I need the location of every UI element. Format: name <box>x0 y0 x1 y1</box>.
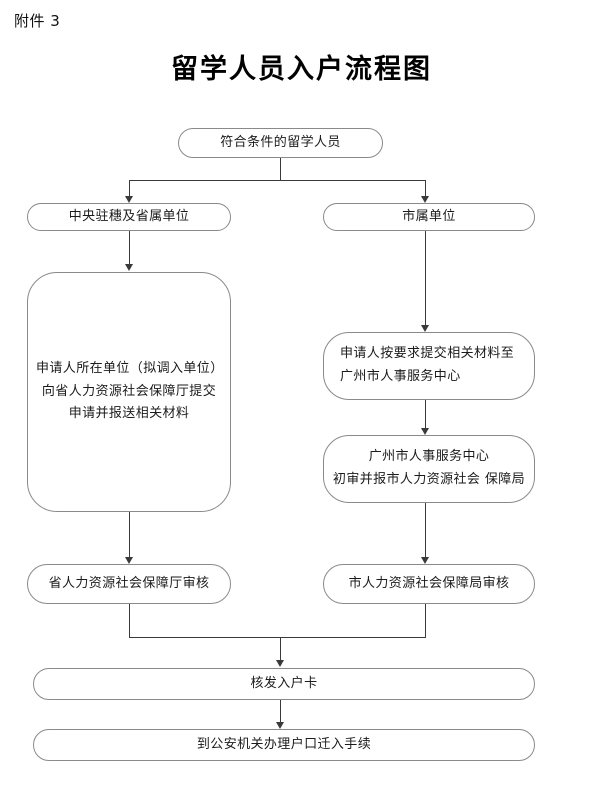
node-label-line-1: 申请人按要求提交相关材料至 <box>340 346 515 362</box>
connector-n5-n6 <box>425 400 426 429</box>
connector-n9-n10 <box>280 700 281 723</box>
attachment-label: 附件 3 <box>14 12 61 30</box>
connector-n2-n4 <box>129 231 130 265</box>
node-label: 中央驻穗及省属单位 <box>68 208 190 224</box>
node-central-and-provincial-units[interactable]: 中央驻穗及省属单位 <box>27 203 231 231</box>
node-center-initial-review[interactable]: 广州市人事服务中心 初审并报市人力资源社会 保障局 <box>323 435 535 503</box>
node-label-line-1: 广州市人事服务中心 <box>368 449 490 465</box>
node-label-block: 广州市人事服务中心 初审并报市人力资源社会 保障局 <box>324 446 534 492</box>
node-label-line-2: 广州市人事服务中心 <box>340 369 461 384</box>
connector-n8-merge <box>425 604 426 637</box>
connector-n3-n5 <box>425 231 426 326</box>
node-label-block: 申请人所在单位（拟调入单位） 向省人力资源社会保障厅提交 申请并报送相关材料 <box>28 358 230 426</box>
node-label: 核发入户卡 <box>250 675 318 691</box>
connector-n7-merge <box>129 604 130 637</box>
node-label-line-1: 申请人所在单位（拟调入单位） <box>36 360 224 376</box>
node-label: 到公安机关办理户口迁入手续 <box>196 736 372 752</box>
node-label-block: 申请人按要求提交相关材料至 广州市人事服务中心 <box>324 343 534 389</box>
node-municipal-review[interactable]: 市人力资源社会保障局审核 <box>323 564 535 604</box>
node-eligible-returnee[interactable]: 符合条件的留学人员 <box>178 128 383 158</box>
node-label-line-2: 初审并报市人力资源社会 保障局 <box>332 472 526 487</box>
arrow-head-n10 <box>276 722 284 729</box>
node-municipal-units[interactable]: 市属单位 <box>323 203 535 231</box>
connector-to-n2 <box>129 180 130 198</box>
arrow-head-n6 <box>421 428 429 435</box>
arrow-head-n9 <box>276 660 284 667</box>
node-label: 市属单位 <box>402 208 456 224</box>
connector-split-horizontal <box>129 180 426 181</box>
node-police-household-transfer[interactable]: 到公安机关办理户口迁入手续 <box>33 729 535 761</box>
node-applicant-unit-provincial-submission[interactable]: 申请人所在单位（拟调入单位） 向省人力资源社会保障厅提交 申请并报送相关材料 <box>27 272 231 512</box>
connector-n6-n8 <box>425 503 426 558</box>
node-label: 符合条件的留学人员 <box>220 134 341 150</box>
connector-to-n3 <box>425 180 426 198</box>
arrow-head-n7 <box>125 557 133 564</box>
connector-merge-horizontal <box>129 637 426 638</box>
node-label: 省人力资源社会保障厅审核 <box>48 575 210 591</box>
connector-merge-down <box>280 637 281 661</box>
arrow-head-n3 <box>421 196 429 203</box>
node-submit-materials-to-center[interactable]: 申请人按要求提交相关材料至 广州市人事服务中心 <box>323 332 535 400</box>
node-label: 市人力资源社会保障局审核 <box>348 575 510 591</box>
connector-n1-down <box>280 158 281 180</box>
node-issue-settlement-card[interactable]: 核发入户卡 <box>33 668 535 700</box>
arrow-head-n5 <box>421 325 429 332</box>
node-label-line-2: 向省人力资源社会保障厅提交 <box>41 383 217 399</box>
page-title: 留学人员入户流程图 <box>171 54 432 85</box>
arrow-head-n8 <box>421 557 429 564</box>
connector-n4-n7 <box>129 512 130 558</box>
arrow-head-n2 <box>125 196 133 203</box>
node-label-line-3: 申请并报送相关材料 <box>68 406 190 422</box>
node-provincial-review[interactable]: 省人力资源社会保障厅审核 <box>27 564 231 604</box>
arrow-head-n4 <box>125 264 133 271</box>
